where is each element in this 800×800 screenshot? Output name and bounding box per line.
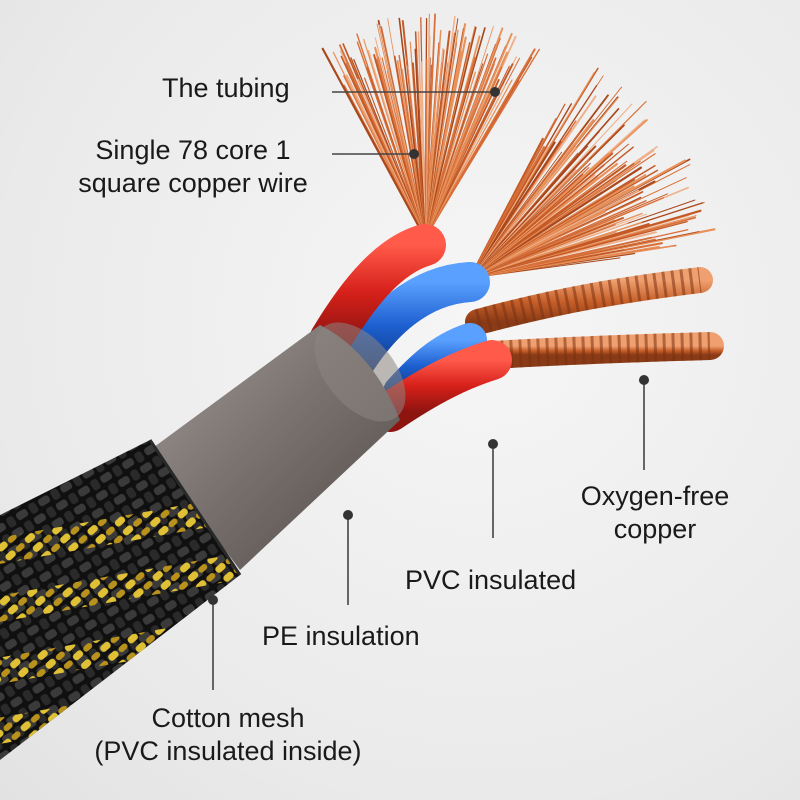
copper-strand xyxy=(363,38,426,239)
leader-pe-insulation xyxy=(343,510,353,605)
copper-strand xyxy=(469,166,587,279)
copper-strand xyxy=(469,103,633,279)
label-pvc-insulated: PVC insulated xyxy=(405,565,577,595)
label-oxygen-line2: copper xyxy=(613,514,697,544)
copper-strand xyxy=(424,72,471,239)
leader-single-core xyxy=(332,149,419,159)
label-oxygen-line1: Oxygen-free xyxy=(580,481,730,511)
label-oxygen-free: Oxygen-free copper xyxy=(555,480,755,546)
leader-pvc-insulated xyxy=(488,439,498,538)
leader-oxygen-free xyxy=(639,375,649,470)
label-tubing: The tubing xyxy=(162,73,290,103)
copper-strand xyxy=(356,41,426,239)
label-single-core: Single 78 core 1 square copper wire xyxy=(48,134,338,200)
copper-strand xyxy=(398,17,426,239)
leader-tubing xyxy=(332,87,500,97)
label-pe-insulation: PE insulation xyxy=(262,621,420,651)
label-cotton-line1: Cotton mesh xyxy=(151,703,305,733)
gray-pe-sheath xyxy=(150,322,406,570)
leader-cotton-mesh xyxy=(208,595,218,690)
copper-strand xyxy=(424,48,536,239)
copper-strand xyxy=(424,26,477,239)
copper-strand-fan-left xyxy=(321,13,540,240)
copper-strand xyxy=(424,29,442,239)
copper-strand xyxy=(469,118,557,279)
copper-strand xyxy=(468,166,643,280)
copper-strand xyxy=(424,58,428,239)
copper-strand xyxy=(469,220,688,279)
twisted-copper-lower xyxy=(478,332,724,369)
copper-strand xyxy=(468,209,702,280)
copper-strand xyxy=(424,30,451,239)
label-single-core-line2: square copper wire xyxy=(78,168,308,198)
copper-strand xyxy=(424,28,464,239)
twisted-copper-upper xyxy=(465,267,713,335)
copper-strand xyxy=(469,193,668,279)
copper-strand xyxy=(424,26,494,239)
copper-strand xyxy=(469,141,550,279)
copper-strand xyxy=(469,229,689,279)
label-single-core-line1: Single 78 core 1 xyxy=(95,135,291,165)
label-cotton-mesh: Cotton mesh (PVC insulated inside) xyxy=(58,702,398,768)
copper-strand xyxy=(469,131,581,279)
label-cotton-line2: (PVC insulated inside) xyxy=(94,736,362,766)
copper-strand xyxy=(424,32,513,239)
copper-strand xyxy=(393,55,426,239)
copper-strand xyxy=(321,47,427,240)
copper-strand-fan-right xyxy=(468,67,716,280)
copper-strand xyxy=(424,27,504,239)
